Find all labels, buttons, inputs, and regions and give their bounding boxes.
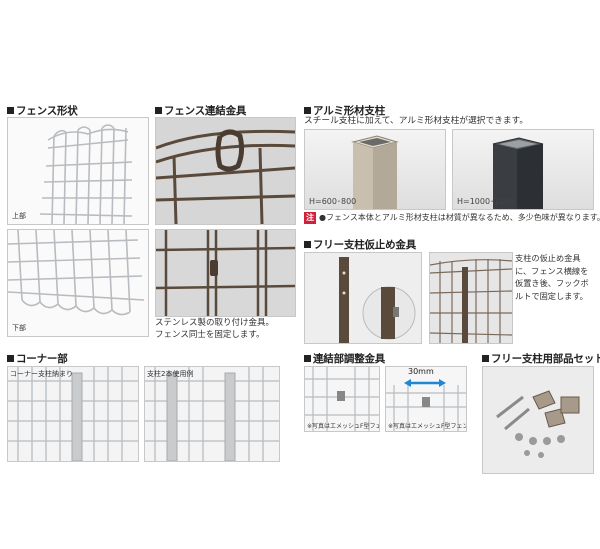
lower-label: 下部 xyxy=(12,324,26,332)
adjuster-left-illustration xyxy=(305,367,379,431)
free-post-fence-illustration xyxy=(430,253,512,343)
free-post-illustration xyxy=(339,257,416,343)
upper-label: 上部 xyxy=(12,212,26,220)
note-badge: 注 xyxy=(304,212,316,224)
square-bullet-icon xyxy=(304,241,311,248)
corner-right-photo: 支柱2本使用例 xyxy=(144,366,280,462)
free-post-desc-line: 仮置き後、フックボ xyxy=(515,278,589,288)
dark-post-illustration xyxy=(492,137,544,209)
connector-upper-photo xyxy=(155,117,296,225)
adjuster-right-photo: 30mm ※写真はエメッシュF型フェンス xyxy=(385,366,467,432)
corner-heading: コーナー部 xyxy=(7,351,68,366)
parts-set-heading: フリー支柱用部品セット xyxy=(482,351,600,366)
adjuster-dimension: 30mm xyxy=(408,367,434,376)
free-post-fence-photo xyxy=(429,252,513,344)
square-bullet-icon xyxy=(482,355,489,362)
corner-right-label: 支柱2本使用例 xyxy=(147,370,194,378)
free-post-desc-line: に、フェンス横線を xyxy=(515,265,589,276)
free-post-heading: フリー支柱仮止め金具 xyxy=(304,237,416,252)
fence-lower-illustration xyxy=(8,230,145,316)
double-arrow-icon xyxy=(404,379,446,387)
adjuster-right-caption: ※写真はエメッシュF型フェンス xyxy=(388,423,467,430)
corner-right-illustration xyxy=(145,367,279,461)
adjuster-heading: 連結部調整金具 xyxy=(304,351,385,366)
square-bullet-icon xyxy=(7,355,14,362)
connector-caption-line1: ステンレス製の取り付け金具。 xyxy=(155,318,275,328)
corner-left-label: コーナー支柱納まり xyxy=(10,370,73,378)
free-post-description: 支柱の仮止め金具 に、フェンス横線を 仮置き後、フックボ ルトで固定します。 xyxy=(515,252,589,302)
adjuster-left-caption: ※写真はエメッシュF型フェンス xyxy=(307,423,379,430)
square-bullet-icon xyxy=(304,355,311,362)
adjuster-right-illustration xyxy=(386,379,466,431)
connector-lower-illustration xyxy=(156,230,295,316)
corner-left-photo: コーナー支柱納まり xyxy=(7,366,139,462)
adjuster-left-photo: ※写真はエメッシュF型フェンス xyxy=(304,366,380,432)
alu-post-subtitle: スチール支柱に加えて、アルミ形材支柱が選択できます。 xyxy=(304,116,529,126)
corner-left-illustration xyxy=(8,367,138,461)
connector-heading: フェンス連結金具 xyxy=(155,103,246,118)
parts-set-illustration xyxy=(483,367,593,473)
free-post-desc-line: ルトで固定します。 xyxy=(515,290,588,301)
fence-shape-lower-image: 下部 xyxy=(7,229,149,337)
free-post-photo xyxy=(304,252,422,344)
fence-upper-illustration xyxy=(39,124,133,224)
square-bullet-icon xyxy=(155,107,162,114)
light-post-height-label: H=600･800 xyxy=(309,197,357,206)
dark-post-height-label: H=1000･1200 xyxy=(457,197,515,206)
light-post-illustration xyxy=(351,135,399,209)
connector-upper-illustration xyxy=(156,118,295,224)
note-text: ●フェンス本体とアルミ形材支柱は材質が異なるため、多少色味が異なります。 xyxy=(319,213,600,222)
alu-post-heading: アルミ形材支柱 xyxy=(304,103,385,118)
square-bullet-icon xyxy=(304,107,311,114)
fence-shape-upper-image: 上部 xyxy=(7,117,149,225)
connector-caption-line2: フェンス同士を固定します。 xyxy=(155,330,265,340)
square-bullet-icon xyxy=(7,107,14,114)
free-post-desc-line: 支柱の仮止め金具 xyxy=(515,253,581,263)
fence-shape-heading: フェンス形状 xyxy=(7,103,78,118)
alu-post-dark-photo: H=1000･1200 xyxy=(452,129,594,210)
parts-set-photo xyxy=(482,366,594,474)
connector-lower-photo xyxy=(155,229,296,317)
alu-post-light-photo: H=600･800 xyxy=(304,129,446,210)
